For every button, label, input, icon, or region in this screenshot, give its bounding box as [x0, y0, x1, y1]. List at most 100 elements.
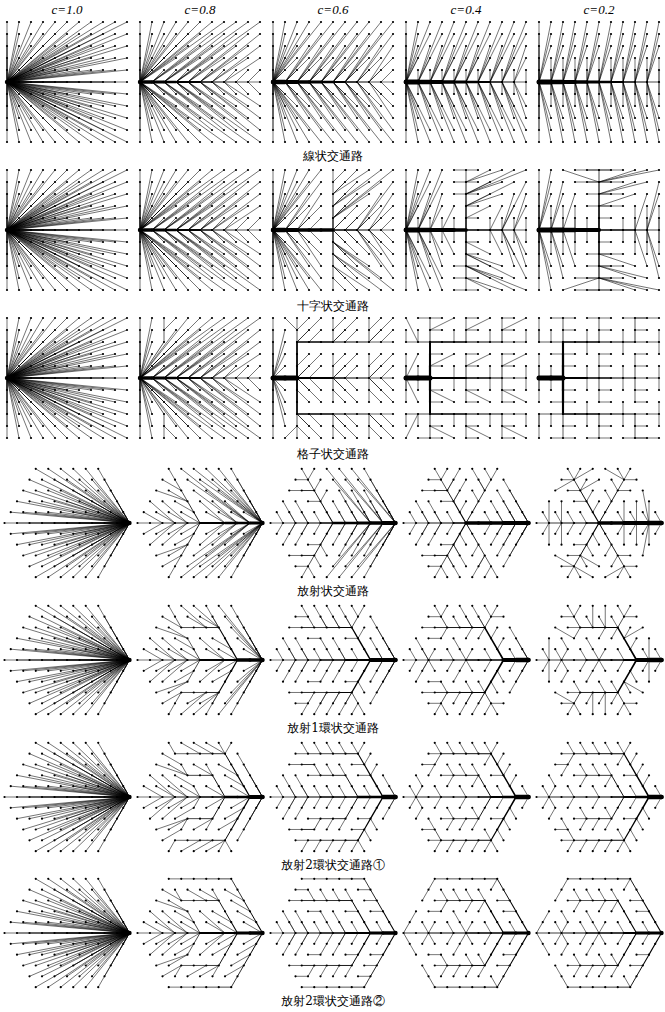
demand-point — [259, 241, 261, 243]
route-line — [466, 46, 478, 82]
demand-point — [30, 253, 32, 255]
demand-point — [139, 93, 141, 95]
route-line — [563, 278, 599, 290]
demand-point — [54, 241, 56, 243]
demand-point — [453, 193, 455, 195]
demand-point — [392, 205, 394, 207]
demand-point — [489, 81, 491, 83]
demand-point — [223, 217, 225, 219]
route-line — [273, 170, 321, 230]
demand-point — [114, 169, 116, 171]
demand-point — [66, 205, 68, 207]
demand-point — [380, 253, 382, 255]
demand-point — [574, 105, 576, 107]
demand-point — [513, 241, 515, 243]
demand-point — [392, 45, 394, 47]
route-line — [502, 46, 514, 82]
route-line — [345, 22, 393, 82]
demand-point — [368, 21, 370, 23]
demand-point — [586, 277, 588, 279]
demand-point — [30, 117, 32, 119]
demand-point — [380, 93, 382, 95]
route-line — [345, 82, 393, 142]
demand-point — [30, 141, 32, 143]
demand-point — [501, 45, 503, 47]
demand-point — [598, 169, 600, 171]
demand-point — [42, 217, 44, 219]
demand-point — [284, 277, 286, 279]
demand-point — [235, 21, 237, 23]
demand-point — [477, 277, 479, 279]
route-line — [466, 206, 490, 218]
demand-point — [622, 69, 624, 71]
demand-point — [429, 205, 431, 207]
demand-point — [477, 141, 479, 143]
demand-point — [550, 141, 552, 143]
demand-point — [139, 205, 141, 207]
demand-point — [501, 169, 503, 171]
route-line — [273, 182, 309, 230]
demand-point — [380, 277, 382, 279]
route-line — [587, 82, 599, 130]
route-line — [490, 230, 502, 254]
route-line — [333, 254, 369, 278]
demand-point — [30, 57, 32, 59]
demand-point — [380, 289, 382, 291]
demand-point — [284, 81, 286, 83]
route-line — [599, 182, 647, 194]
demand-point — [78, 277, 80, 279]
demand-point — [477, 289, 479, 291]
demand-point — [151, 265, 153, 267]
demand-point — [501, 105, 503, 107]
demand-point — [513, 93, 515, 95]
demand-point — [187, 81, 189, 83]
route-line — [285, 230, 321, 278]
demand-point — [380, 265, 382, 267]
route-line — [224, 58, 260, 82]
demand-point — [489, 169, 491, 171]
demand-point — [356, 229, 358, 231]
demand-point — [658, 21, 660, 23]
route-line — [442, 206, 454, 230]
demand-point — [417, 229, 419, 231]
demand-point — [187, 277, 189, 279]
demand-point — [247, 117, 249, 119]
network-panel — [271, 21, 394, 143]
demand-point — [90, 117, 92, 119]
demand-point — [308, 141, 310, 143]
demand-point — [320, 45, 322, 47]
demand-point — [54, 217, 56, 219]
demand-point — [247, 181, 249, 183]
demand-point — [538, 265, 540, 267]
demand-point — [247, 57, 249, 59]
demand-point — [66, 21, 68, 23]
demand-point — [356, 57, 358, 59]
demand-point — [429, 69, 431, 71]
demand-point — [18, 205, 20, 207]
demand-point — [453, 277, 455, 279]
demand-point — [501, 129, 503, 131]
demand-point — [54, 93, 56, 95]
demand-point — [211, 93, 213, 95]
demand-point — [151, 57, 153, 59]
route-line — [236, 70, 248, 82]
demand-point — [550, 129, 552, 131]
demand-point — [550, 33, 552, 35]
demand-point — [489, 289, 491, 291]
demand-point — [562, 241, 564, 243]
demand-point — [6, 57, 8, 59]
demand-point — [356, 117, 358, 119]
demand-point — [284, 181, 286, 183]
demand-point — [598, 205, 600, 207]
demand-point — [453, 229, 455, 231]
demand-point — [247, 141, 249, 143]
demand-point — [610, 253, 612, 255]
demand-point — [441, 181, 443, 183]
demand-point — [417, 277, 419, 279]
route-line — [333, 170, 381, 206]
demand-point — [332, 253, 334, 255]
route-line — [357, 46, 381, 82]
demand-point — [538, 57, 540, 59]
demand-point — [501, 57, 503, 59]
demand-point — [489, 181, 491, 183]
